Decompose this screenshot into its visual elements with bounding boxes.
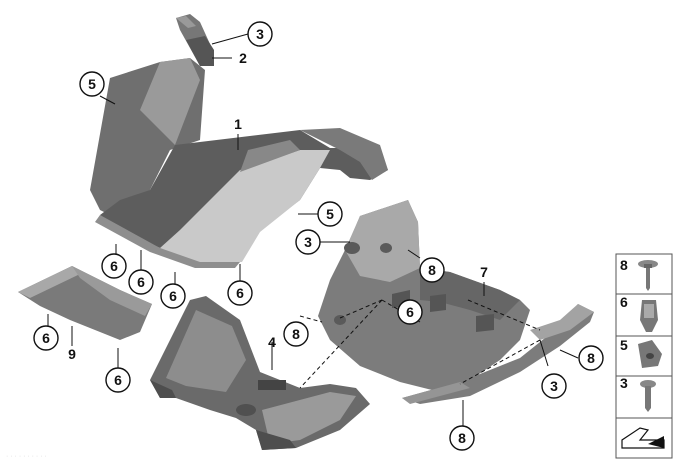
part-8-trim-strip (402, 304, 594, 404)
part-4-tunnel-trim (150, 296, 370, 450)
svg-text:6: 6 (169, 288, 177, 304)
callout-6-e: 6 (33, 325, 59, 351)
callout-8-small: 8 (283, 321, 309, 347)
callout-6-f: 6 (105, 367, 131, 393)
svg-text:6: 6 (137, 274, 145, 290)
callouts: 3 5 5 3 8 6 6 6 6 6 6 8 6 8 3 8 (33, 21, 604, 451)
fastener-legend: 8 6 5 3 (615, 253, 673, 459)
legend-item-5: 5 (615, 335, 673, 377)
svg-text:6: 6 (406, 304, 414, 320)
screw-icon (640, 380, 656, 412)
svg-text:8: 8 (620, 257, 628, 273)
svg-text:3: 3 (256, 26, 264, 42)
legend-item-3: 3 (615, 375, 673, 419)
callout-6-d: 6 (227, 280, 253, 306)
svg-text:3: 3 (620, 375, 628, 391)
part-number-2: 2 (239, 50, 247, 66)
svg-text:5: 5 (88, 76, 96, 92)
arrow-wedge-icon (621, 427, 665, 449)
cage-nut-icon (638, 340, 662, 368)
svg-text:8: 8 (428, 262, 436, 278)
part-1-upper-trim (90, 58, 388, 268)
svg-text:5: 5 (326, 206, 334, 222)
legend-footer (615, 417, 673, 459)
callout-8-bottom-right: 8 (578, 345, 604, 371)
callout-8-bottom: 8 (449, 425, 475, 451)
legend-item-6: 6 (615, 293, 673, 337)
spring-clip-icon (640, 300, 658, 332)
svg-text:6: 6 (42, 330, 50, 346)
part-number-4: 4 (268, 334, 276, 350)
part-number-9: 9 (68, 346, 76, 362)
callout-6-center: 6 (397, 299, 423, 325)
watermark: · · · · · · · · · · (6, 453, 47, 460)
svg-text:6: 6 (236, 285, 244, 301)
callout-5-mid: 5 (317, 201, 343, 227)
callout-6-a: 6 (101, 253, 127, 279)
svg-text:8: 8 (292, 326, 300, 342)
legend-item-8: 8 (615, 253, 673, 295)
svg-text:5: 5 (620, 337, 628, 353)
svg-text:6: 6 (110, 258, 118, 274)
part-numbers: 2 1 4 7 9 (68, 50, 488, 362)
callout-6-c: 6 (160, 283, 186, 309)
callout-8-right: 8 (419, 257, 445, 283)
part-2-bracket (176, 14, 214, 66)
svg-text:3: 3 (550, 378, 558, 394)
svg-text:6: 6 (114, 372, 122, 388)
screw-flange-icon (638, 260, 658, 291)
svg-text:8: 8 (587, 350, 595, 366)
svg-text:8: 8 (458, 430, 466, 446)
part-number-7: 7 (480, 264, 488, 280)
callout-3-mid: 3 (295, 229, 321, 255)
callout-3-bottom: 3 (541, 373, 567, 399)
callout-5-left: 5 (79, 71, 105, 97)
svg-text:3: 3 (304, 234, 312, 250)
part-7-side-trim (318, 200, 530, 392)
part-number-1: 1 (234, 116, 242, 132)
svg-text:6: 6 (620, 294, 628, 310)
callout-6-b: 6 (128, 269, 154, 295)
part-9-side-panel (18, 266, 152, 340)
callout-3-top: 3 (247, 21, 273, 47)
